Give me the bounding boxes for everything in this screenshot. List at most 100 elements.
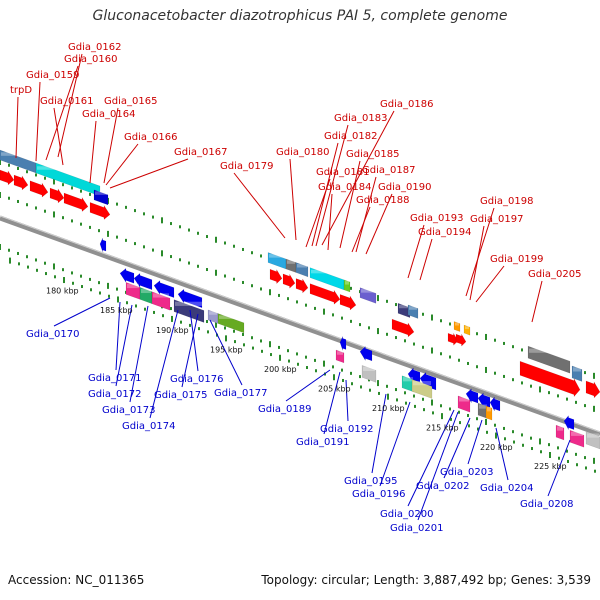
gene-label: Gdia_0208 bbox=[520, 499, 573, 510]
genome-summary-text: Topology: circular; Length: 3,887,492 bp… bbox=[261, 573, 591, 587]
scale-label: 180 kbp bbox=[46, 287, 79, 296]
gene-feature-shine bbox=[363, 366, 375, 372]
leader-line bbox=[475, 265, 505, 303]
gene-feature-shine bbox=[297, 263, 307, 268]
scale-label: 220 kbp bbox=[480, 443, 513, 452]
leader-line bbox=[181, 313, 199, 388]
gene-feature bbox=[463, 324, 471, 336]
gene-feature-shine bbox=[487, 407, 491, 412]
gene-feature bbox=[93, 189, 109, 206]
gene-feature-shine bbox=[269, 254, 285, 258]
gene-label: Gdia_0182 bbox=[324, 131, 377, 142]
gene-label: Gdia_0199 bbox=[490, 254, 543, 265]
gene-label: Gdia_0205 bbox=[528, 269, 581, 280]
gene-features bbox=[0, 149, 600, 450]
scale-label: 190 kbp bbox=[156, 326, 189, 335]
gene-feature bbox=[217, 313, 245, 334]
gene-feature bbox=[335, 349, 345, 364]
gene-feature-shine bbox=[153, 293, 169, 298]
leader-line bbox=[531, 280, 543, 323]
leader-line bbox=[233, 172, 286, 239]
leader-line bbox=[339, 160, 361, 249]
gene-label: Gdia_0160 bbox=[64, 54, 117, 65]
gene-feature bbox=[519, 360, 581, 398]
gene-feature bbox=[527, 345, 571, 374]
leader-line bbox=[417, 411, 459, 521]
leader-line bbox=[355, 176, 377, 253]
gene-label: Gdia_0183 bbox=[334, 113, 387, 124]
gene-feature bbox=[563, 414, 575, 430]
gene-feature bbox=[173, 299, 205, 323]
leader-line bbox=[289, 158, 297, 241]
gene-label: Gdia_0197 bbox=[470, 214, 523, 225]
leader-line bbox=[323, 371, 341, 435]
gene-feature bbox=[485, 405, 493, 421]
leader-line bbox=[419, 238, 433, 281]
leader-line bbox=[315, 124, 349, 247]
gene-feature bbox=[343, 279, 351, 293]
scale-labels: 180 kbp 185 kbp 190 kbp 195 kbp 200 kbp 205 k… bbox=[46, 287, 567, 472]
gene-feature bbox=[569, 429, 585, 448]
gene-label: Gdia_0177 bbox=[214, 388, 267, 399]
gene-feature-shine bbox=[413, 381, 431, 386]
scale-label: 200 kbp bbox=[264, 365, 297, 374]
gene-feature bbox=[13, 174, 29, 191]
gene-label: Gdia_0188 bbox=[356, 195, 409, 206]
gene-label: Gdia_0176 bbox=[170, 374, 223, 385]
gene-feature bbox=[391, 318, 415, 338]
gene-labels: trpDGdia_0162Gdia_0160Gdia_0159Gdia_0161… bbox=[10, 42, 581, 534]
leader-line bbox=[109, 158, 189, 189]
gene-label: Gdia_0174 bbox=[122, 421, 175, 432]
gene-label: Gdia_0187 bbox=[362, 165, 415, 176]
gene-feature bbox=[295, 278, 309, 294]
gene-feature bbox=[359, 287, 377, 304]
gene-feature bbox=[489, 396, 501, 412]
gene-feature bbox=[89, 202, 111, 220]
leader-line bbox=[443, 417, 471, 479]
leader-line bbox=[467, 419, 483, 465]
gene-feature bbox=[453, 321, 461, 332]
gene-label: Gdia_0167 bbox=[174, 147, 227, 158]
gene-feature-shine bbox=[141, 288, 151, 294]
gene-label: Gdia_0180 bbox=[276, 147, 329, 158]
accession-text: Accession: NC_011365 bbox=[8, 573, 145, 587]
gene-label: Gdia_0184 bbox=[318, 182, 371, 193]
gene-feature bbox=[585, 380, 600, 399]
gene-label: Gdia_0166 bbox=[124, 132, 177, 143]
gene-feature bbox=[269, 268, 283, 285]
gene-feature bbox=[119, 267, 135, 284]
scale-label: 225 kbp bbox=[534, 462, 567, 471]
scale-label: 205 kbp bbox=[318, 384, 351, 393]
gene-feature bbox=[0, 169, 15, 186]
gene-feature bbox=[29, 180, 49, 198]
gene-feature-shine bbox=[209, 311, 217, 315]
gene-feature-shine bbox=[529, 348, 569, 353]
gene-label: Gdia_0191 bbox=[296, 437, 349, 448]
leader-line bbox=[305, 178, 331, 248]
gene-feature bbox=[401, 375, 415, 393]
backbone-highlight bbox=[0, 215, 600, 433]
leader-line bbox=[285, 369, 331, 402]
gene-label: Gdia_0175 bbox=[154, 390, 207, 401]
gene-label: Gdia_0181 bbox=[316, 167, 369, 178]
gene-label: Gdia_0164 bbox=[82, 109, 135, 120]
gene-feature-shine bbox=[465, 326, 469, 330]
gene-feature bbox=[571, 365, 583, 382]
gene-feature bbox=[153, 280, 175, 298]
gene-label: Gdia_0202 bbox=[416, 481, 469, 492]
leader-line bbox=[407, 224, 425, 279]
scale-label: 185 kbp bbox=[100, 306, 133, 315]
gene-feature bbox=[455, 333, 467, 347]
gene-feature-shine bbox=[345, 281, 349, 285]
gene-label: Gdia_0186 bbox=[380, 99, 433, 110]
scale-label: 195 kbp bbox=[210, 346, 243, 355]
leader-line bbox=[469, 225, 485, 301]
gene-feature-shine bbox=[409, 306, 417, 310]
gene-feature-shine bbox=[455, 322, 459, 326]
gene-feature-shine bbox=[557, 426, 563, 431]
gene-feature-shine bbox=[127, 283, 139, 289]
leader-line bbox=[15, 96, 19, 159]
gene-feature bbox=[151, 291, 171, 311]
leader-line bbox=[495, 427, 509, 481]
leader-line bbox=[103, 107, 119, 184]
